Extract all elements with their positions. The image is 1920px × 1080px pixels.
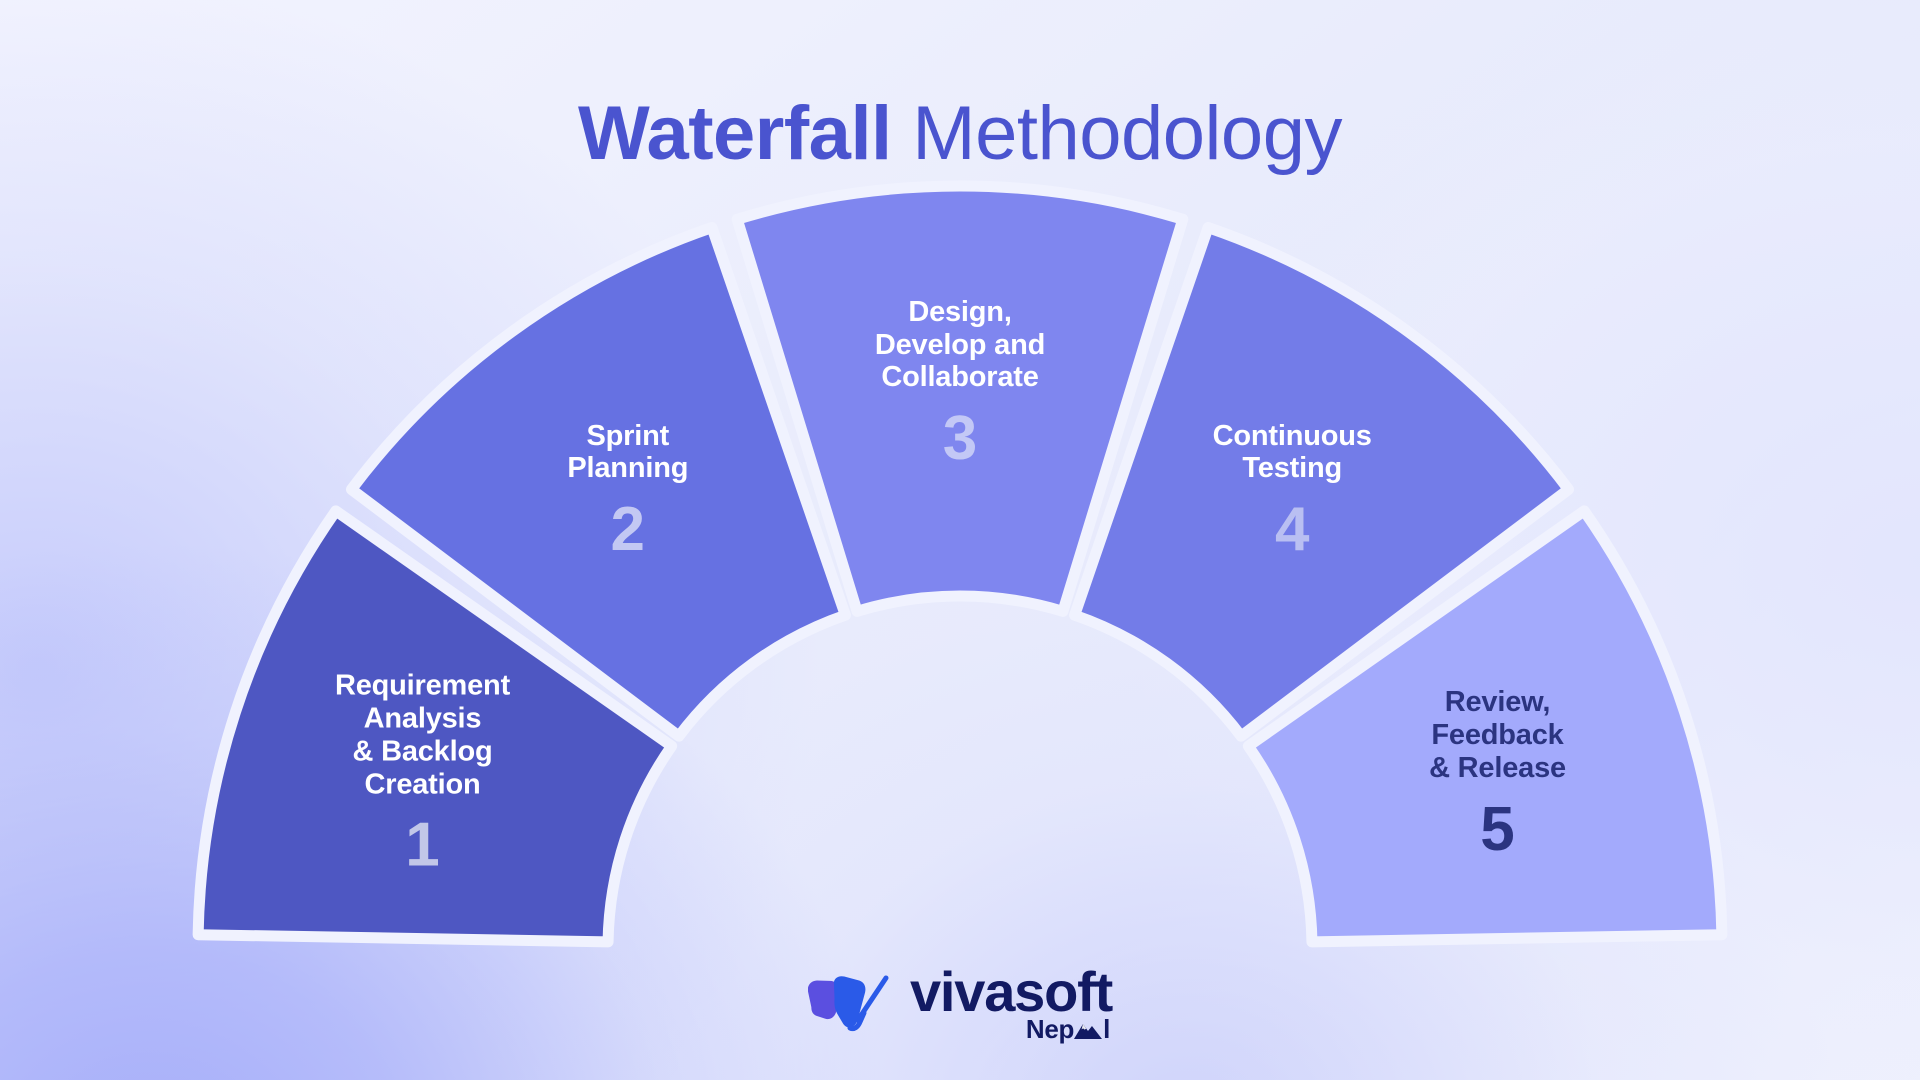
page-title-light: Methodology — [891, 91, 1342, 176]
vivasoft-v-mark — [807, 975, 889, 1032]
vivasoft-logo[interactable]: vivasoft Nep l — [807, 960, 1113, 1043]
logo-sub-suffix: l — [1103, 1014, 1111, 1044]
arc-segment-1[interactable] — [192, 505, 678, 948]
page-title: Waterfall Methodology — [0, 96, 1920, 172]
logo-text-group: vivasoft Nep l — [909, 960, 1113, 1043]
arc-segment-4[interactable] — [1069, 222, 1575, 742]
logo-sub-prefix: Nep — [1025, 1014, 1075, 1044]
logo-sub-row: Nep l — [1026, 1016, 1110, 1042]
arc-segment-5[interactable] — [1242, 505, 1728, 948]
arc-segment-3[interactable] — [731, 180, 1189, 617]
arc-segment-group — [192, 180, 1728, 948]
page-title-strong: Waterfall — [578, 91, 892, 176]
mountain-glyph — [1074, 1024, 1103, 1039]
logo-wordmark: vivasoft — [909, 960, 1113, 1023]
arc-segment-2[interactable] — [345, 222, 851, 742]
